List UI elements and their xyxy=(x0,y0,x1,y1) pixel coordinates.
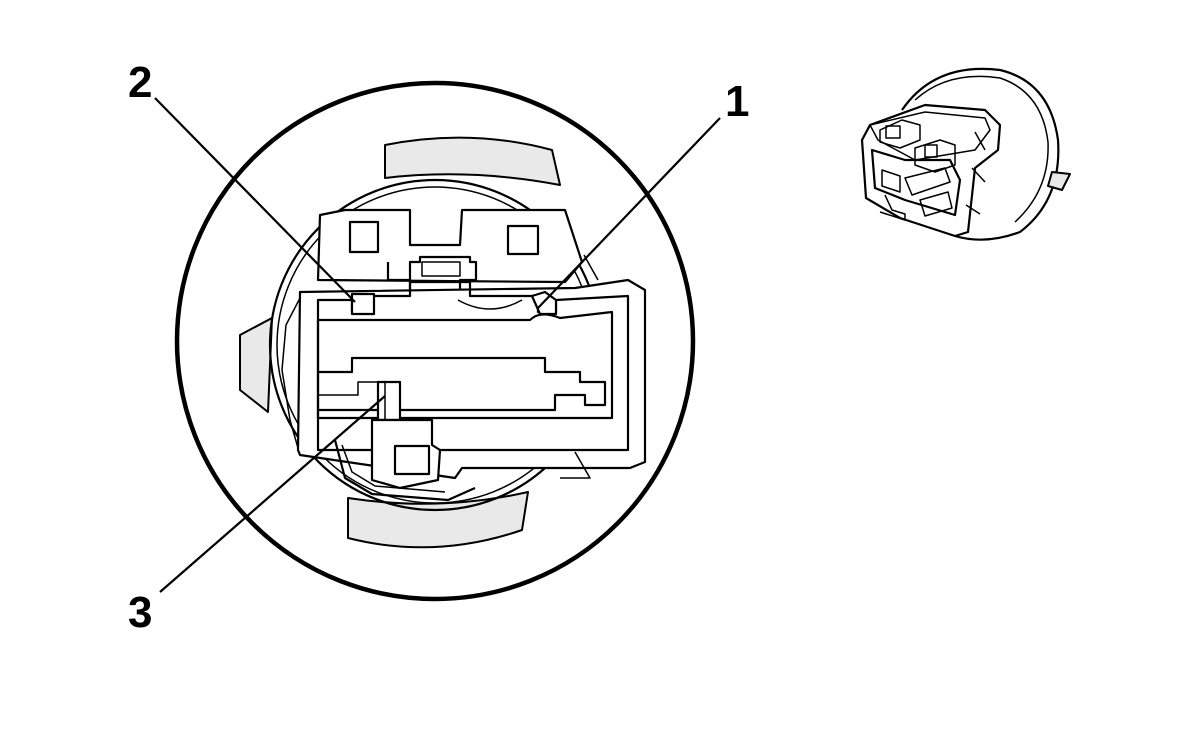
socket-perspective-view xyxy=(860,67,1071,241)
lower-platform xyxy=(318,356,607,412)
small-top-window-1 xyxy=(885,125,901,139)
callout-leaders xyxy=(154,97,721,593)
side-ridges xyxy=(965,131,986,215)
socket-front-view xyxy=(174,80,696,602)
top-latch-block xyxy=(316,208,584,284)
rear-curve xyxy=(457,299,523,310)
callout-label-1: 1 xyxy=(725,77,749,126)
inner-slots xyxy=(881,167,953,217)
side-rail-left xyxy=(281,297,301,449)
leader-1 xyxy=(537,117,721,309)
bottom-tab xyxy=(879,194,906,221)
terminal-2-pin xyxy=(350,292,376,316)
bottom-latch-window xyxy=(393,444,431,476)
top-lug xyxy=(384,136,561,186)
bottom-lug xyxy=(347,491,529,549)
bottom-guide xyxy=(333,439,476,502)
side-rail-right xyxy=(560,254,599,479)
right-window xyxy=(506,224,540,256)
bottom-guide-inner xyxy=(341,444,446,493)
small-top-window-2 xyxy=(924,144,938,158)
main-body-outer xyxy=(296,278,647,480)
keyway-slot xyxy=(421,261,461,277)
flange-tab xyxy=(1047,171,1071,191)
top-block-b xyxy=(914,139,956,173)
callout-label-3: 3 xyxy=(128,588,152,637)
socket-outer-ring xyxy=(174,80,696,602)
flange-disc xyxy=(901,67,1060,241)
leader-3 xyxy=(159,395,386,593)
left-lug xyxy=(239,317,273,413)
left-window xyxy=(348,220,380,254)
bottom-latch xyxy=(370,418,442,490)
flange-rim xyxy=(914,75,1049,223)
terminal-3-pin xyxy=(376,380,402,422)
left-step xyxy=(317,372,380,396)
top-block-a xyxy=(879,119,921,149)
leader-2 xyxy=(154,97,356,303)
callout-label-2: 2 xyxy=(128,58,152,107)
front-opening xyxy=(870,148,962,217)
